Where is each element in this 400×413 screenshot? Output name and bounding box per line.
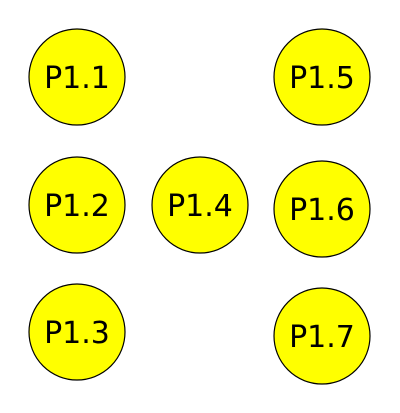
- node-p1-2: P1.2: [28, 156, 126, 254]
- node-p1-2-label: P1.2: [44, 189, 110, 224]
- node-p1-7: P1.7: [273, 287, 371, 385]
- node-p1-6-label: P1.6: [289, 193, 355, 228]
- node-p1-5: P1.5: [273, 28, 371, 126]
- node-p1-1-circle: [28, 28, 126, 126]
- node-p1-7-circle: [273, 287, 371, 385]
- node-p1-3-label: P1.3: [44, 316, 110, 351]
- node-p1-7-label: P1.7: [289, 320, 355, 355]
- node-p1-6-circle: [273, 160, 371, 258]
- node-p1-4: P1.4: [151, 156, 249, 254]
- node-p1-3-circle: [28, 283, 126, 381]
- node-p1-2-circle: [28, 156, 126, 254]
- node-p1-3: P1.3: [28, 283, 126, 381]
- node-p1-4-label: P1.4: [167, 189, 233, 224]
- node-p1-6: P1.6: [273, 160, 371, 258]
- node-p1-5-label: P1.5: [289, 61, 355, 96]
- node-p1-1: P1.1: [28, 28, 126, 126]
- node-p1-5-circle: [273, 28, 371, 126]
- node-p1-4-circle: [151, 156, 249, 254]
- node-p1-1-label: P1.1: [44, 61, 110, 96]
